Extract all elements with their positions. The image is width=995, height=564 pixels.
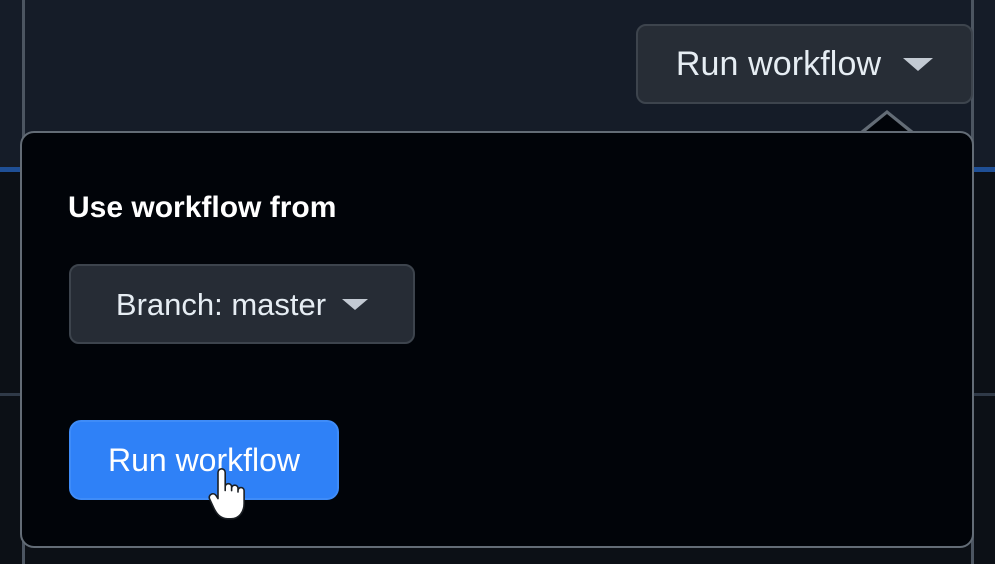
popover-title: Use workflow from	[68, 191, 337, 224]
run-workflow-split-button-label: Run workflow	[675, 45, 882, 83]
run-workflow-popover: Use workflow from Branch: master Run wor…	[20, 131, 974, 548]
run-workflow-submit-button[interactable]: Run workflow	[69, 420, 339, 500]
chevron-down-icon	[903, 57, 934, 71]
branch-select[interactable]: Branch: master	[69, 264, 415, 344]
branch-select-value: Branch: master	[115, 286, 327, 322]
chevron-down-icon	[342, 298, 369, 310]
popover-arrow	[857, 110, 917, 134]
run-workflow-submit-button-label: Run workflow	[107, 442, 301, 478]
run-workflow-split-button[interactable]: Run workflow	[636, 24, 973, 104]
popover-arrow-fill	[860, 114, 914, 134]
